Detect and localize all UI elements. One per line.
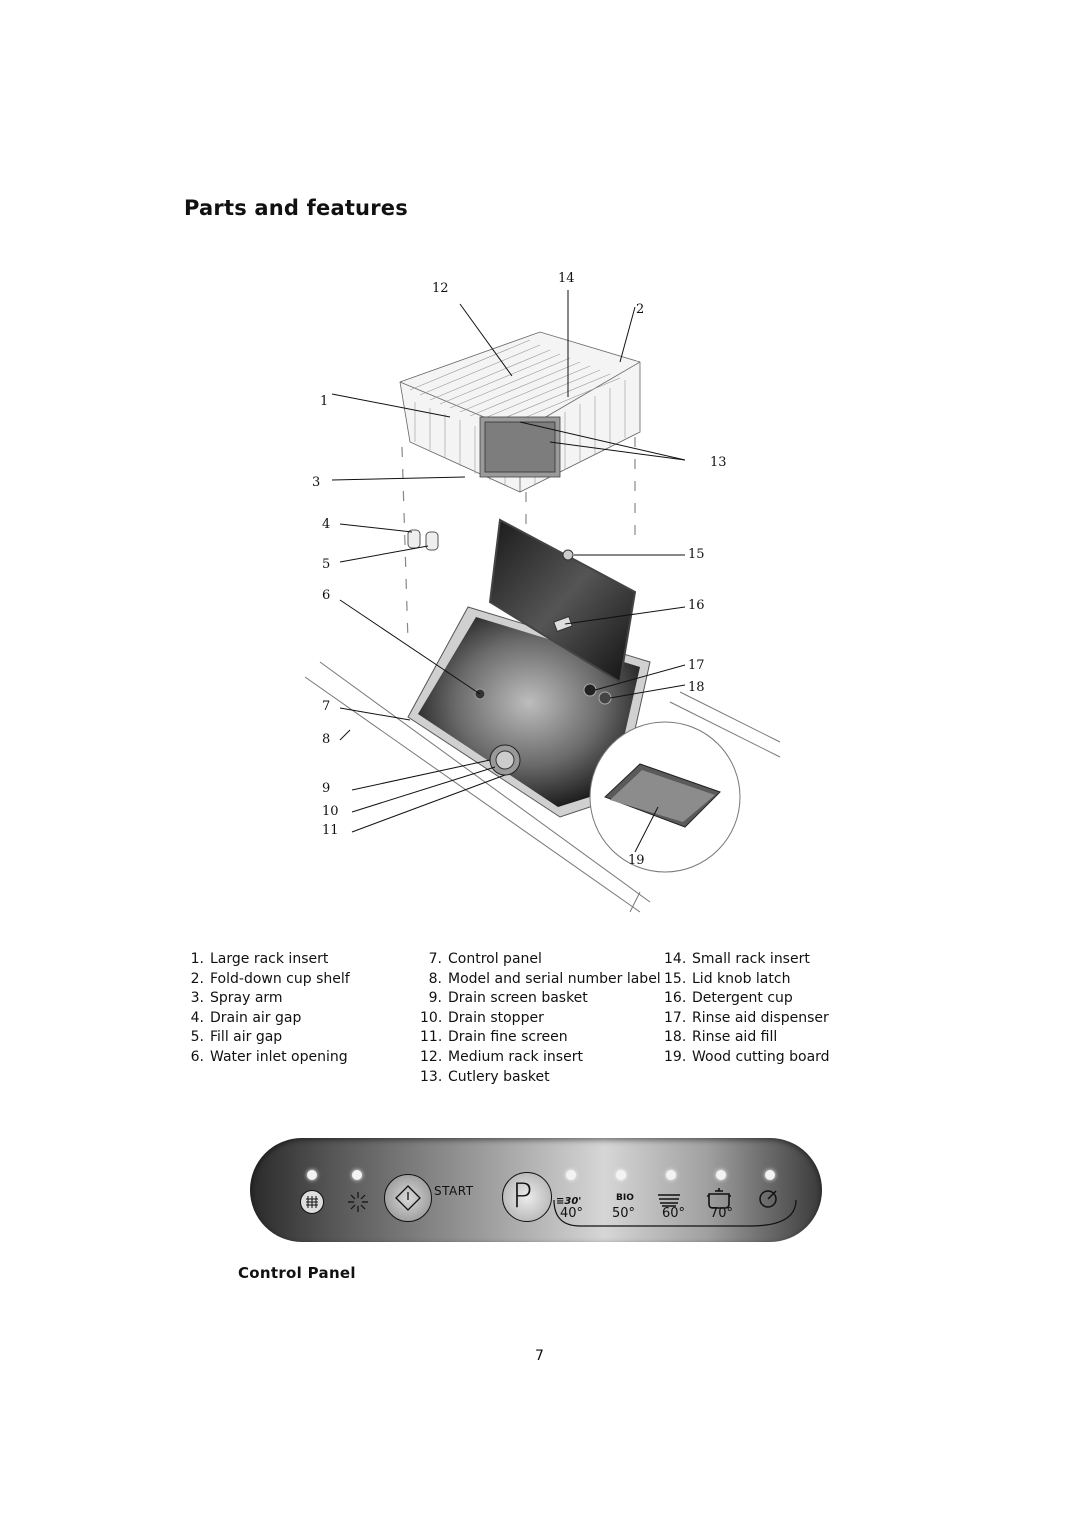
lid [488,518,637,684]
quick-wash-icon [759,1190,777,1208]
list-item: 18.Rinse aid fill [664,1029,778,1046]
callout-13: 13 [710,455,727,470]
eco-30-icon: ≡30' [556,1196,582,1207]
indicator-led [616,1170,626,1180]
indicator-led [307,1170,317,1180]
list-item: 19.Wood cutting board [664,1048,830,1065]
callout-4: 4 [322,517,330,532]
control-panel-caption: Control Panel [238,1264,356,1282]
sink-tub [407,606,651,818]
callout-17: 17 [688,658,705,673]
dishwasher-diagram: 1 2 3 4 5 6 7 8 9 10 11 12 13 14 15 16 1… [304,271,781,913]
callout-16: 16 [688,598,705,613]
callout-6: 6 [322,588,330,603]
callout-11: 11 [322,823,339,838]
list-item: 9.Drain screen basket [428,990,588,1007]
air-gaps [407,529,439,551]
temp-50-label: 50° [612,1206,636,1221]
temp-bracket [553,1199,797,1227]
parts-list-col3: 14.Small rack insert 15.Lid knob latch 1… [664,950,830,1068]
callout-15: 15 [688,547,705,562]
callout-1: 1 [320,394,328,409]
callout-8: 8 [322,732,330,747]
list-item: 13.Cutlery basket [420,1068,550,1085]
indicator-led [566,1170,576,1180]
callout-2: 2 [636,302,644,317]
callout-14: 14 [558,271,575,286]
callout-3: 3 [312,475,320,490]
list-item: 16.Detergent cup [664,990,793,1007]
page-title: Parts and features [184,196,408,220]
pot-icon [707,1188,731,1209]
list-item: 6.Water inlet opening [190,1048,348,1065]
indicator-led [352,1170,362,1180]
list-item: 1.Large rack insert [190,951,329,967]
callout-7: 7 [322,699,330,714]
list-item: 12.Medium rack insert [420,1048,583,1065]
list-item: 8.Model and serial number label [428,970,661,987]
parts-list-col2: 7.Control panel 8.Model and serial numbe… [420,950,661,1087]
bio-icon: BIO [616,1193,634,1203]
start-label: START [434,1184,474,1198]
indicator-led [716,1170,726,1180]
temp-70-label: 70° [710,1206,734,1221]
list-item: 14.Small rack insert [664,951,810,967]
cutting-board-inset [589,721,741,873]
callout-5: 5 [322,557,330,572]
salt-grid-icon [300,1190,324,1214]
list-item: 15.Lid knob latch [664,970,791,987]
callout-12: 12 [432,281,449,296]
start-button[interactable] [384,1174,432,1222]
list-item: 5.Fill air gap [190,1029,283,1046]
list-item: 4.Drain air gap [190,1009,302,1026]
temp-60-label: 60° [662,1206,686,1221]
list-item: 10.Drain stopper [420,1009,544,1026]
callout-19: 19 [628,853,645,868]
control-panel-image: START P ≡30' BIO 40° 50° 60° 70° [250,1138,822,1242]
callout-10: 10 [322,804,339,819]
list-item: 17.Rinse aid dispenser [664,1009,829,1026]
callout-18: 18 [688,680,705,695]
list-item: 7.Control panel [428,951,542,967]
list-item: 2.Fold-down cup shelf [190,970,350,987]
callout-9: 9 [322,781,330,796]
temp-40-label: 40° [560,1206,584,1221]
plates-icon [658,1194,680,1207]
program-button[interactable] [502,1172,552,1222]
indicator-led [666,1170,676,1180]
list-item: 11.Drain fine screen [420,1029,568,1046]
rinse-aid-icon [348,1192,368,1212]
rack-basket [399,331,641,493]
list-item: 3.Spray arm [190,990,283,1007]
parts-list-col1: 1.Large rack insert 2.Fold-down cup shel… [182,950,350,1068]
page-number: 7 [535,1348,544,1364]
indicator-led [765,1170,775,1180]
program-button-label: P [512,1176,533,1216]
